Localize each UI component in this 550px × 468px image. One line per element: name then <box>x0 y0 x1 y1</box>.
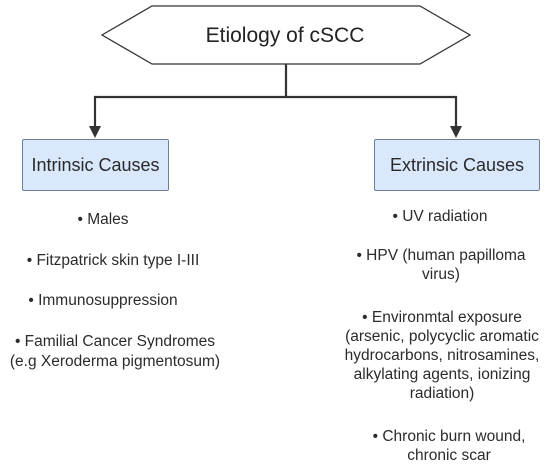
extrinsic-causes-list: UV radiation HPV (human papilloma virus)… <box>330 0 550 468</box>
intrinsic-causes-list: Males Fitzpatrick skin type I-III Immuno… <box>0 0 220 468</box>
extrinsic-item: HPV (human papilloma virus) <box>350 246 532 284</box>
arrowhead-right <box>450 126 462 138</box>
arrowhead-left <box>89 126 101 138</box>
diagram-title: Etiology of cSCC <box>205 24 365 47</box>
intrinsic-item: Fitzpatrick skin type I-III <box>0 252 246 270</box>
extrinsic-causes-label: Extrinsic Causes <box>389 154 525 175</box>
extrinsic-item: Chronic burn wound, chronic scar <box>352 427 546 465</box>
intrinsic-causes-box: Intrinsic Causes <box>22 139 169 191</box>
extrinsic-item: Environmtal exposure (arsenic, polycycli… <box>336 308 548 403</box>
intrinsic-causes-label: Intrinsic Causes <box>31 154 160 175</box>
intrinsic-item: Males <box>0 211 206 229</box>
intrinsic-item: Familial Cancer Syndromes (e.g Xeroderma… <box>8 332 222 372</box>
intrinsic-item: Immunosuppression <box>0 292 206 310</box>
title-hexagon-shape <box>100 5 472 65</box>
extrinsic-causes-box: Extrinsic Causes <box>374 139 540 191</box>
extrinsic-item: UV radiation <box>330 208 550 226</box>
